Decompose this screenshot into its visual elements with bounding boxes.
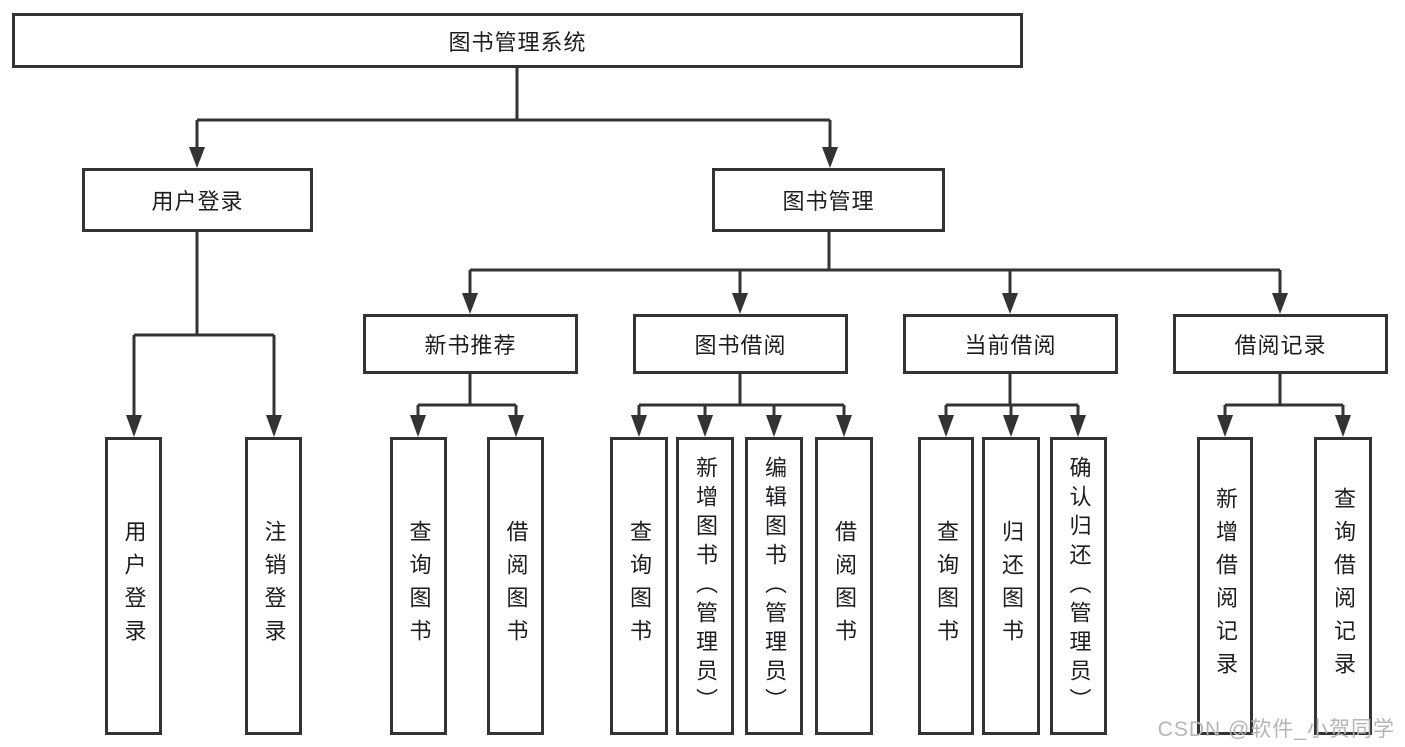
- node-user-login: 用户登录: [82, 168, 313, 232]
- node-label: 新增借阅记录: [1213, 487, 1238, 685]
- leaf-record-add-record: 新增借阅记录: [1197, 437, 1253, 735]
- leaf-borrow-add-book-admin: 新增图书（管理员）: [676, 437, 734, 735]
- leaf-borrow-edit-book-admin: 编辑图书（管理员）: [745, 437, 803, 735]
- node-label: 新增图书（管理员）: [693, 455, 718, 717]
- arrowheads: [126, 147, 1351, 437]
- leaf-current-return-book: 归还图书: [982, 437, 1040, 735]
- leaf-newbook-query-book: 查询图书: [390, 437, 447, 735]
- node-current-borrow: 当前借阅: [903, 314, 1118, 374]
- node-label: 查询图书: [627, 520, 652, 652]
- leaf-current-confirm-return-admin: 确认归还（管理员）: [1050, 437, 1107, 735]
- leaf-borrow-query-book: 查询图书: [610, 437, 668, 735]
- node-label: 图书借阅: [694, 333, 787, 358]
- node-book-management: 图书管理: [712, 168, 945, 232]
- leaf-record-query-record: 查询借阅记录: [1314, 437, 1372, 735]
- node-label: 归还图书: [999, 520, 1024, 652]
- node-label: 确认归还（管理员）: [1066, 455, 1092, 717]
- node-new-book-recommend: 新书推荐: [363, 314, 578, 374]
- leaf-borrow-borrow-book: 借阅图书: [815, 437, 873, 735]
- node-label: 图书管理系统: [448, 29, 587, 55]
- node-label: 查询图书: [934, 520, 959, 652]
- node-label: 查询借阅记录: [1331, 487, 1356, 685]
- node-label: 查询图书: [406, 520, 432, 652]
- node-library-management-system: 图书管理系统: [12, 13, 1023, 68]
- node-label: 用户登录: [121, 520, 147, 652]
- leaf-newbook-borrow-book: 借阅图书: [487, 437, 544, 735]
- leaf-user-login: 用户登录: [105, 437, 162, 735]
- node-borrow-record: 借阅记录: [1173, 314, 1388, 374]
- leaf-logout: 注销登录: [245, 437, 302, 735]
- node-label: 借阅记录: [1234, 333, 1327, 358]
- node-book-borrow: 图书借阅: [633, 314, 848, 374]
- node-label: 借阅图书: [832, 520, 857, 652]
- leaf-current-query-book: 查询图书: [918, 437, 974, 735]
- node-label: 新书推荐: [424, 333, 517, 358]
- node-label: 图书管理: [782, 189, 875, 214]
- node-label: 借阅图书: [503, 520, 529, 652]
- node-label: 编辑图书（管理员）: [762, 455, 787, 717]
- node-label: 当前借阅: [964, 333, 1057, 358]
- csdn-watermark: CSDN @软件_小贺同学: [1157, 718, 1395, 741]
- node-label: 注销登录: [261, 520, 287, 652]
- node-label: 用户登录: [151, 189, 244, 214]
